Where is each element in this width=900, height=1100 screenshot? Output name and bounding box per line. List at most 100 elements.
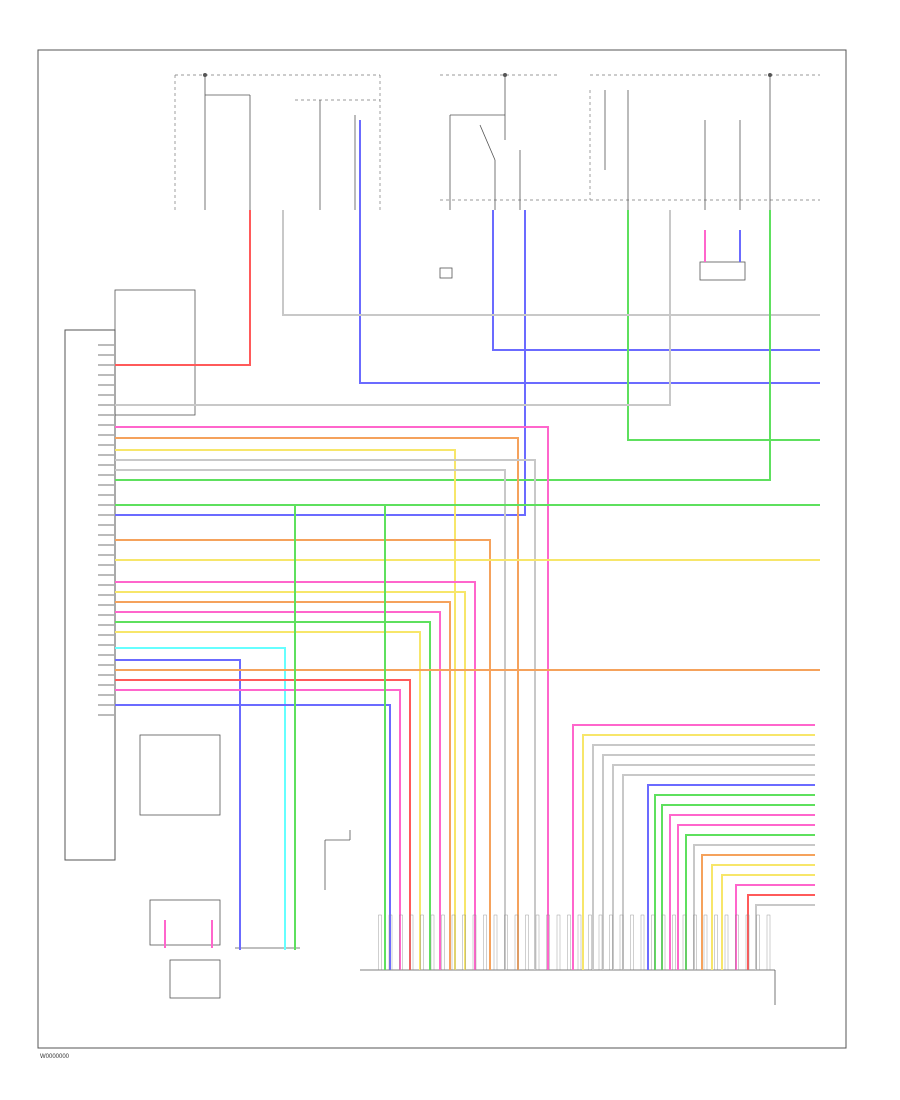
wire-blue-top-1 <box>492 210 820 351</box>
module-pin <box>98 544 114 546</box>
connector-pin <box>430 914 435 971</box>
connector-pin <box>619 914 624 971</box>
control-module <box>64 289 221 999</box>
wire-fan-18 <box>747 894 815 970</box>
module-pin <box>98 494 114 496</box>
module-pin <box>98 504 114 506</box>
wire-orange-h3 <box>115 601 451 970</box>
connector-pin <box>756 914 760 971</box>
wire-fan-14 <box>701 854 815 970</box>
wire-fan-4 <box>602 754 815 970</box>
ground-symbols <box>324 261 746 890</box>
module-pin <box>98 694 114 696</box>
connector-pin <box>567 914 571 971</box>
module-pin <box>98 354 114 356</box>
module-pin <box>98 514 114 516</box>
wire-fan-17 <box>735 884 815 970</box>
module-pin <box>98 464 114 466</box>
module-pin <box>98 564 114 566</box>
wire-fan-2 <box>582 734 815 970</box>
wire-fan-1 <box>572 724 815 970</box>
connector-pin <box>525 914 529 971</box>
connector-pin <box>693 914 697 971</box>
module-pin <box>98 604 114 606</box>
module-pin <box>98 344 114 346</box>
fuse-relay-area <box>203 73 772 210</box>
wire-pink-h4 <box>115 689 401 970</box>
connector-pin <box>535 914 540 971</box>
connector-pin <box>661 914 666 971</box>
module-pin <box>98 594 114 596</box>
module-pin <box>98 434 114 436</box>
connector-pin <box>546 914 550 971</box>
module-pin <box>98 484 114 486</box>
connector-pin <box>766 914 771 971</box>
module-pin <box>98 624 114 626</box>
module-pin <box>98 664 114 666</box>
connector-pin <box>724 914 729 971</box>
wire-yellow-h1 <box>115 449 456 970</box>
connector-pin <box>420 914 424 971</box>
wire-yellow-h3 <box>115 591 466 970</box>
module-pin <box>98 714 114 716</box>
wire-fan-6 <box>622 774 815 970</box>
diagram-frame <box>37 49 847 1049</box>
connector-pin <box>682 914 687 971</box>
wire-fan-19 <box>755 904 815 970</box>
connector-pin <box>630 914 634 971</box>
wire-fan-15 <box>711 864 815 970</box>
module-pin <box>98 524 114 526</box>
wire-fan-10 <box>669 814 815 970</box>
connector-pin <box>735 914 739 971</box>
connector-pin <box>451 914 456 971</box>
wire-fan-13 <box>693 844 815 970</box>
wire-red-top <box>115 210 251 366</box>
connector-pin <box>399 914 403 971</box>
connector-pin <box>462 914 466 971</box>
wire-fan-7 <box>647 784 815 970</box>
connector-pin <box>651 914 655 971</box>
wire-pink-h3 <box>115 611 441 970</box>
wire-fan-11 <box>677 824 815 970</box>
module-pin <box>98 414 114 416</box>
module-pin <box>98 394 114 396</box>
module-pin <box>98 584 114 586</box>
wire-blue-top-3 <box>115 210 526 516</box>
module-pin <box>98 574 114 576</box>
wire-red-h1 <box>115 679 411 970</box>
module-pin <box>98 634 114 636</box>
connector-pin <box>472 914 477 971</box>
module-pin <box>98 474 114 476</box>
wire-gray-h1 <box>115 459 536 970</box>
wire-cyan-h1 <box>115 647 286 950</box>
wire-blue-h2 <box>115 704 391 970</box>
connector-pin <box>745 914 750 971</box>
module-pin <box>98 554 114 556</box>
wire-gray-h2 <box>115 469 506 970</box>
connector-pin <box>703 914 708 971</box>
wire-orange-h1 <box>115 437 519 970</box>
module-pin <box>98 374 114 376</box>
module-pin <box>98 404 114 406</box>
wire-pink-h2 <box>115 581 476 970</box>
connector-pin <box>493 914 498 971</box>
connector-pin <box>514 914 519 971</box>
connector-pin <box>441 914 445 971</box>
connector-pin-group <box>98 344 771 971</box>
module-pin <box>98 454 114 456</box>
wire-orange-h2 <box>115 539 491 970</box>
module-pin <box>98 444 114 446</box>
module-pin <box>98 684 114 686</box>
connector-pin <box>672 914 676 971</box>
module-pin <box>98 654 114 656</box>
wire-fan-3 <box>592 744 815 970</box>
module-pin <box>98 364 114 366</box>
connector-pin <box>483 914 487 971</box>
module-pin <box>98 424 114 426</box>
connector-pin <box>577 914 582 971</box>
wire-green-top <box>627 210 820 441</box>
module-pin <box>98 704 114 706</box>
figure-id: W0000000 <box>40 1054 70 1060</box>
wire-green-top-2 <box>115 210 771 481</box>
